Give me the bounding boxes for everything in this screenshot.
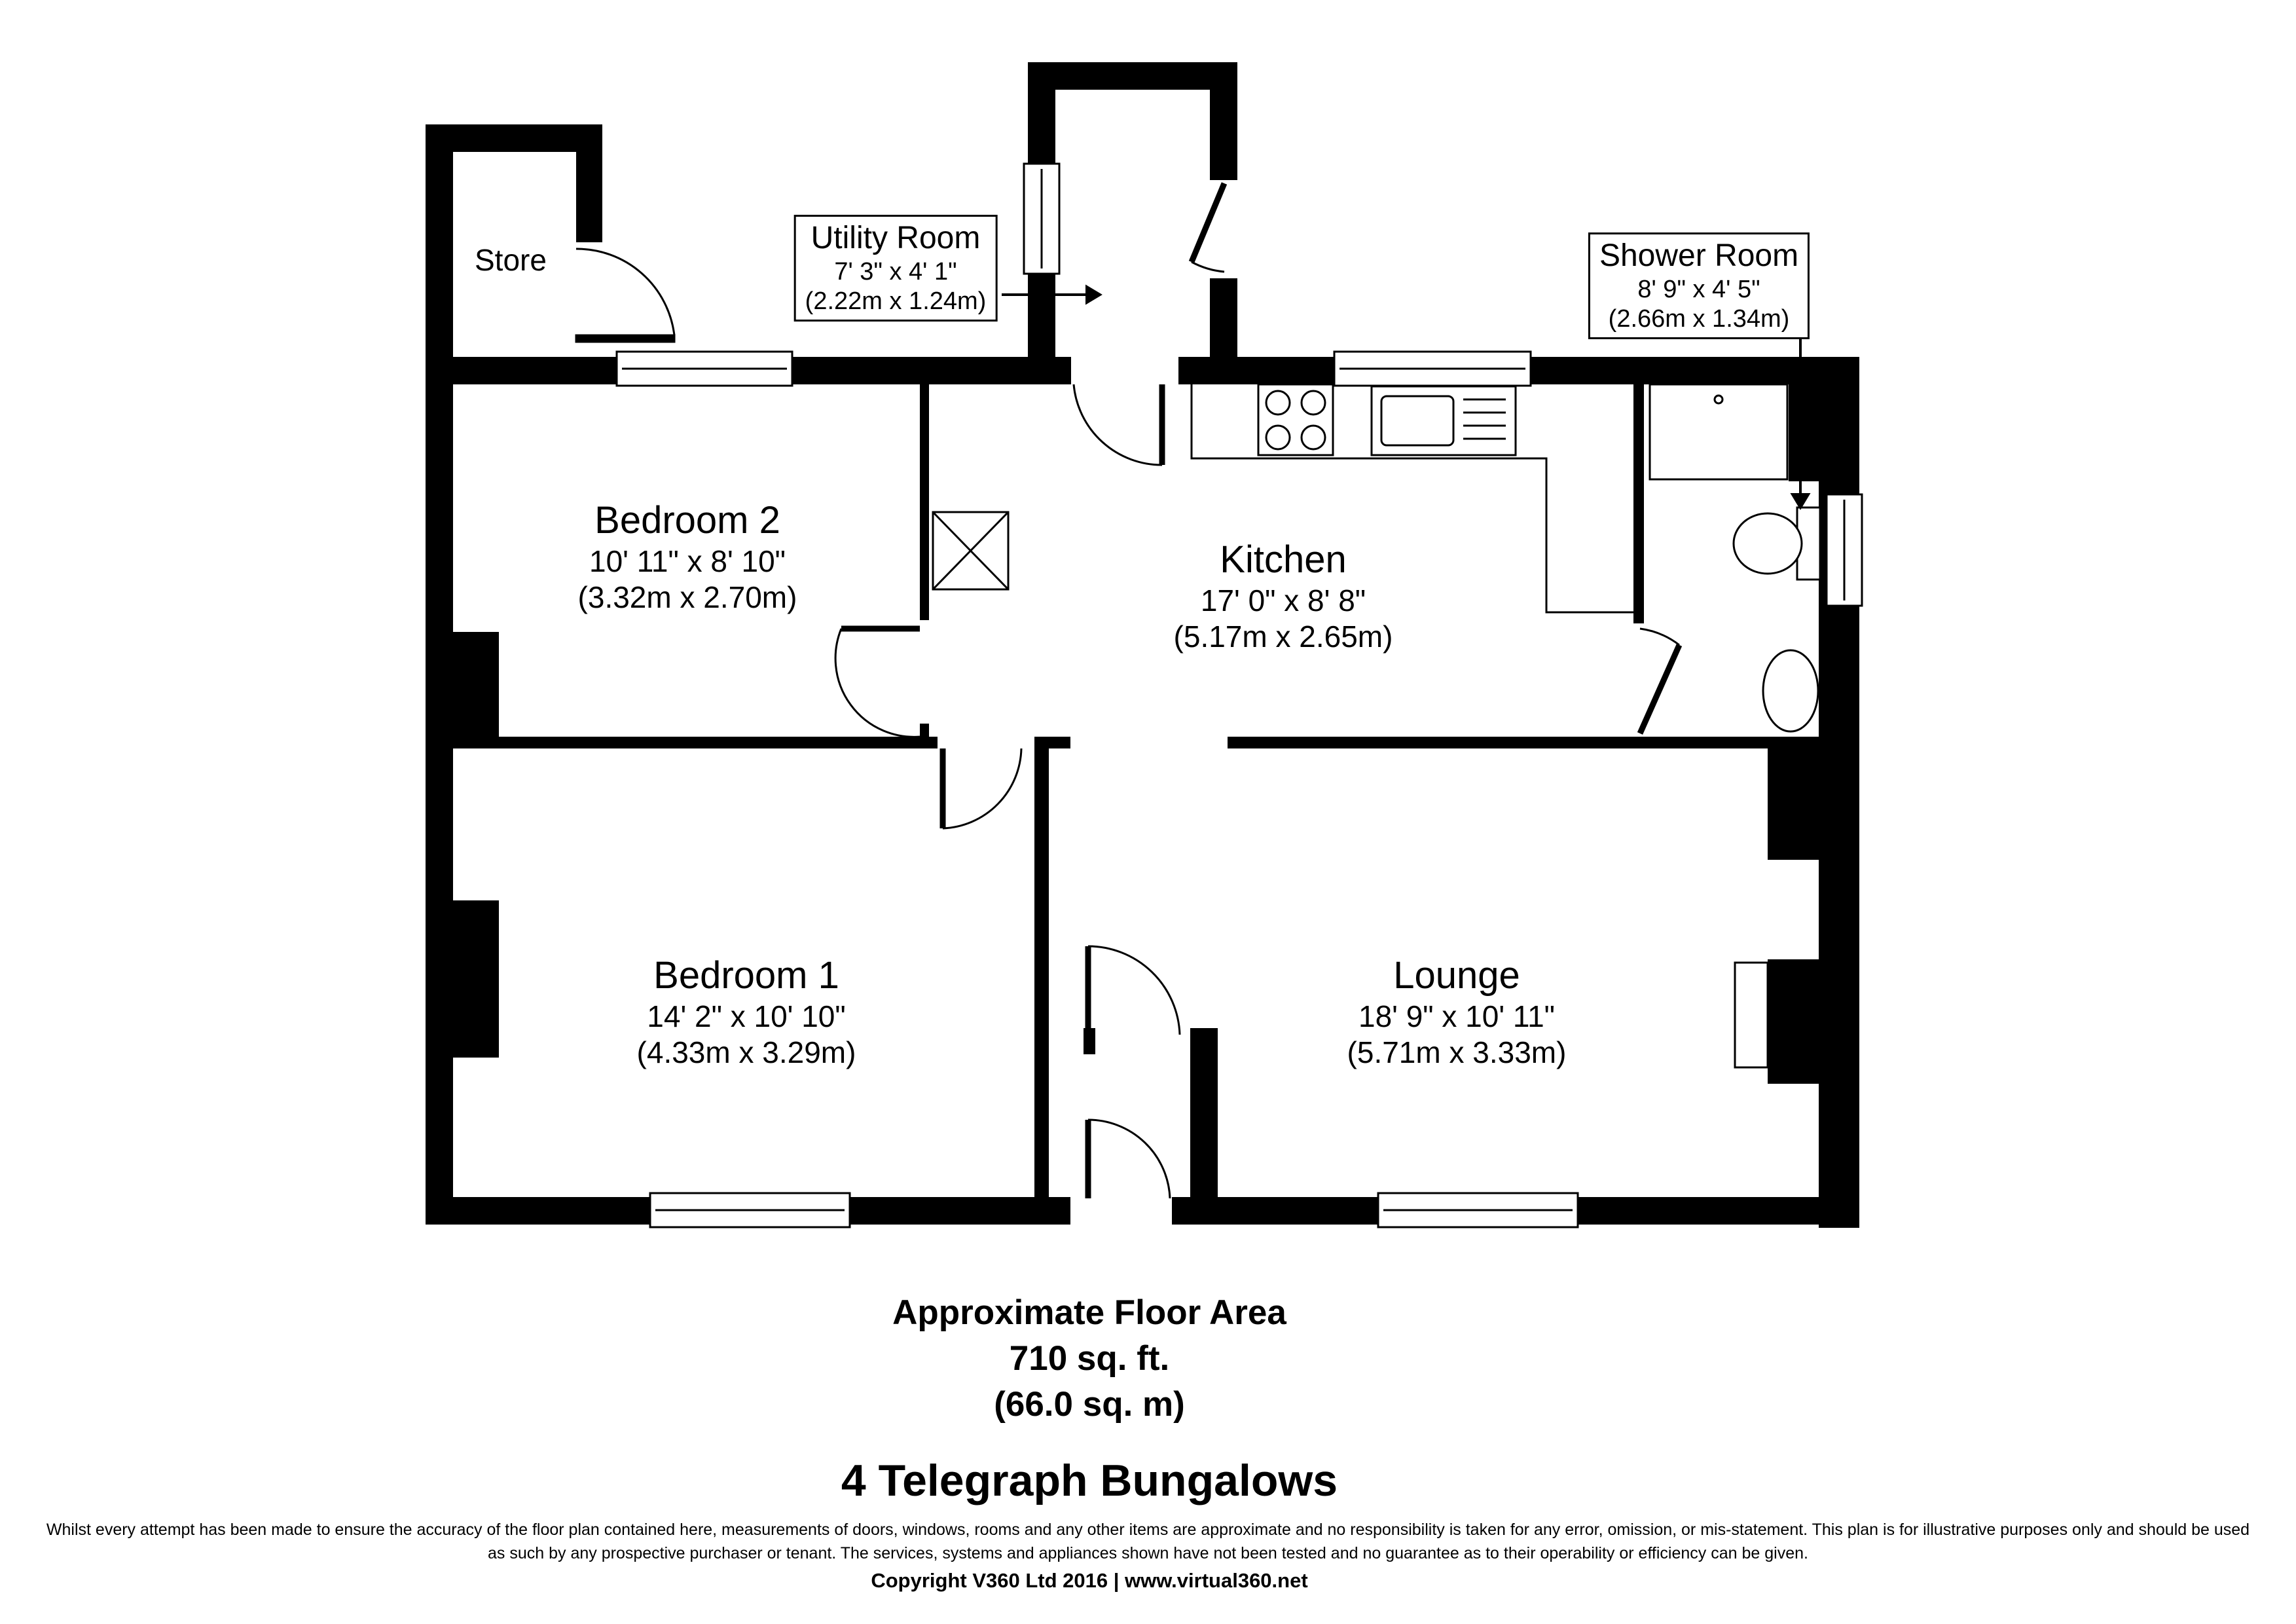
chimney-breast [1768,748,1820,860]
lounge-label: Lounge 18' 9" x 10' 11" (5.71m x 3.33m) [1347,953,1567,1071]
store-label: Store [475,242,547,278]
bedroom-1-name: Bedroom 1 [653,954,839,997]
shower-room-callout: Shower Room 8' 9" x 4' 5" (2.66m x 1.34m… [1588,232,1810,339]
wall [576,124,602,242]
chimney-breast [453,900,499,1058]
wall [1190,1028,1218,1225]
copyright-text: Copyright V360 Ltd 2016 | www.virtual360… [871,1569,1308,1592]
disclaimer-text: Whilst every attempt has been made to en… [46,1521,2250,1563]
bedroom-1-imperial: 14' 2" x 10' 10" [647,999,846,1033]
lounge-name: Lounge [1393,954,1520,997]
bedroom-2-imperial: 10' 11" x 8' 10" [589,544,786,578]
door-leaf [1188,182,1228,263]
kitchen-worktop [1190,384,1633,614]
wall [920,384,929,620]
kitchen-metric: (5.17m x 2.65m) [1173,619,1393,654]
wall [426,357,617,384]
fireplace [1734,961,1769,1069]
fixtures [932,383,1821,1069]
wall [1034,737,1049,1225]
kitchen-name: Kitchen [1220,538,1347,581]
door-leaf [575,334,676,343]
door-swing [1072,384,1163,466]
shower-room-metric: (2.66m x 1.34m) [1608,305,1790,333]
door-swing [1087,1118,1171,1199]
wall [426,124,453,1225]
utility-room-metric: (2.22m x 1.24m) [805,287,987,316]
wall [1190,1028,1210,1040]
kitchen-imperial: 17' 0" x 8' 8" [1200,583,1366,618]
kitchen-label: Kitchen 17' 0" x 8' 8" (5.17m x 2.65m) [1174,537,1393,655]
door-swing [834,628,920,738]
wall [426,124,602,152]
wall [1228,737,1820,748]
floor-area-block: Approximate Floor Area 710 sq. ft. (66.0… [892,1290,1286,1428]
door-swing [1639,627,1680,646]
chimney-breast [1768,959,1820,1084]
lounge-metric: (5.71m x 3.33m) [1347,1035,1567,1069]
wall [1028,62,1237,90]
wall [453,737,938,748]
wall [1819,357,1859,1228]
wall [1210,62,1237,180]
shower-room-imperial: 8' 9" x 4' 5" [1637,275,1760,303]
wall [1789,357,1828,481]
shower-room-name: Shower Room [1599,238,1799,273]
wall [1633,384,1644,623]
callout-arrows [1002,284,1811,510]
wall [1054,357,1064,384]
door-swing [942,748,1023,830]
door-swing [575,248,676,336]
door-leaf [1637,644,1683,735]
utility-room-callout: Utility Room 7' 3" x 4' 1" (2.22m x 1.24… [793,215,998,322]
utility-room-imperial: 7' 3" x 4' 1" [834,257,957,286]
bedroom-2-label: Bedroom 2 10' 11" x 8' 10" (3.32m x 2.70… [578,498,797,616]
lounge-imperial: 18' 9" x 10' 11" [1358,999,1555,1033]
door-swing [1087,945,1181,1035]
floor-area-title: Approximate Floor Area [892,1293,1286,1332]
property-address: 4 Telegraph Bungalows [841,1456,1338,1505]
chimney-breast [453,632,499,743]
utility-room-name: Utility Room [811,221,981,255]
floor-area-imperial: 710 sq. ft. [1009,1338,1170,1378]
basin [1762,649,1819,733]
windows [615,162,1863,1228]
floor-area-metric: (66.0 sq. m) [994,1384,1185,1424]
bedroom-2-metric: (3.32m x 2.70m) [577,580,797,614]
toilet-bowl [1732,512,1803,575]
door-swing [1191,261,1225,273]
wall [792,357,1071,384]
doors [575,182,1683,1199]
store-name: Store [475,243,547,277]
bedroom-1-label: Bedroom 1 14' 2" x 10' 10" (4.33m x 3.29… [637,953,856,1071]
bedroom-2-name: Bedroom 2 [594,499,780,542]
bedroom-1-metric: (4.33m x 3.29m) [636,1035,856,1069]
